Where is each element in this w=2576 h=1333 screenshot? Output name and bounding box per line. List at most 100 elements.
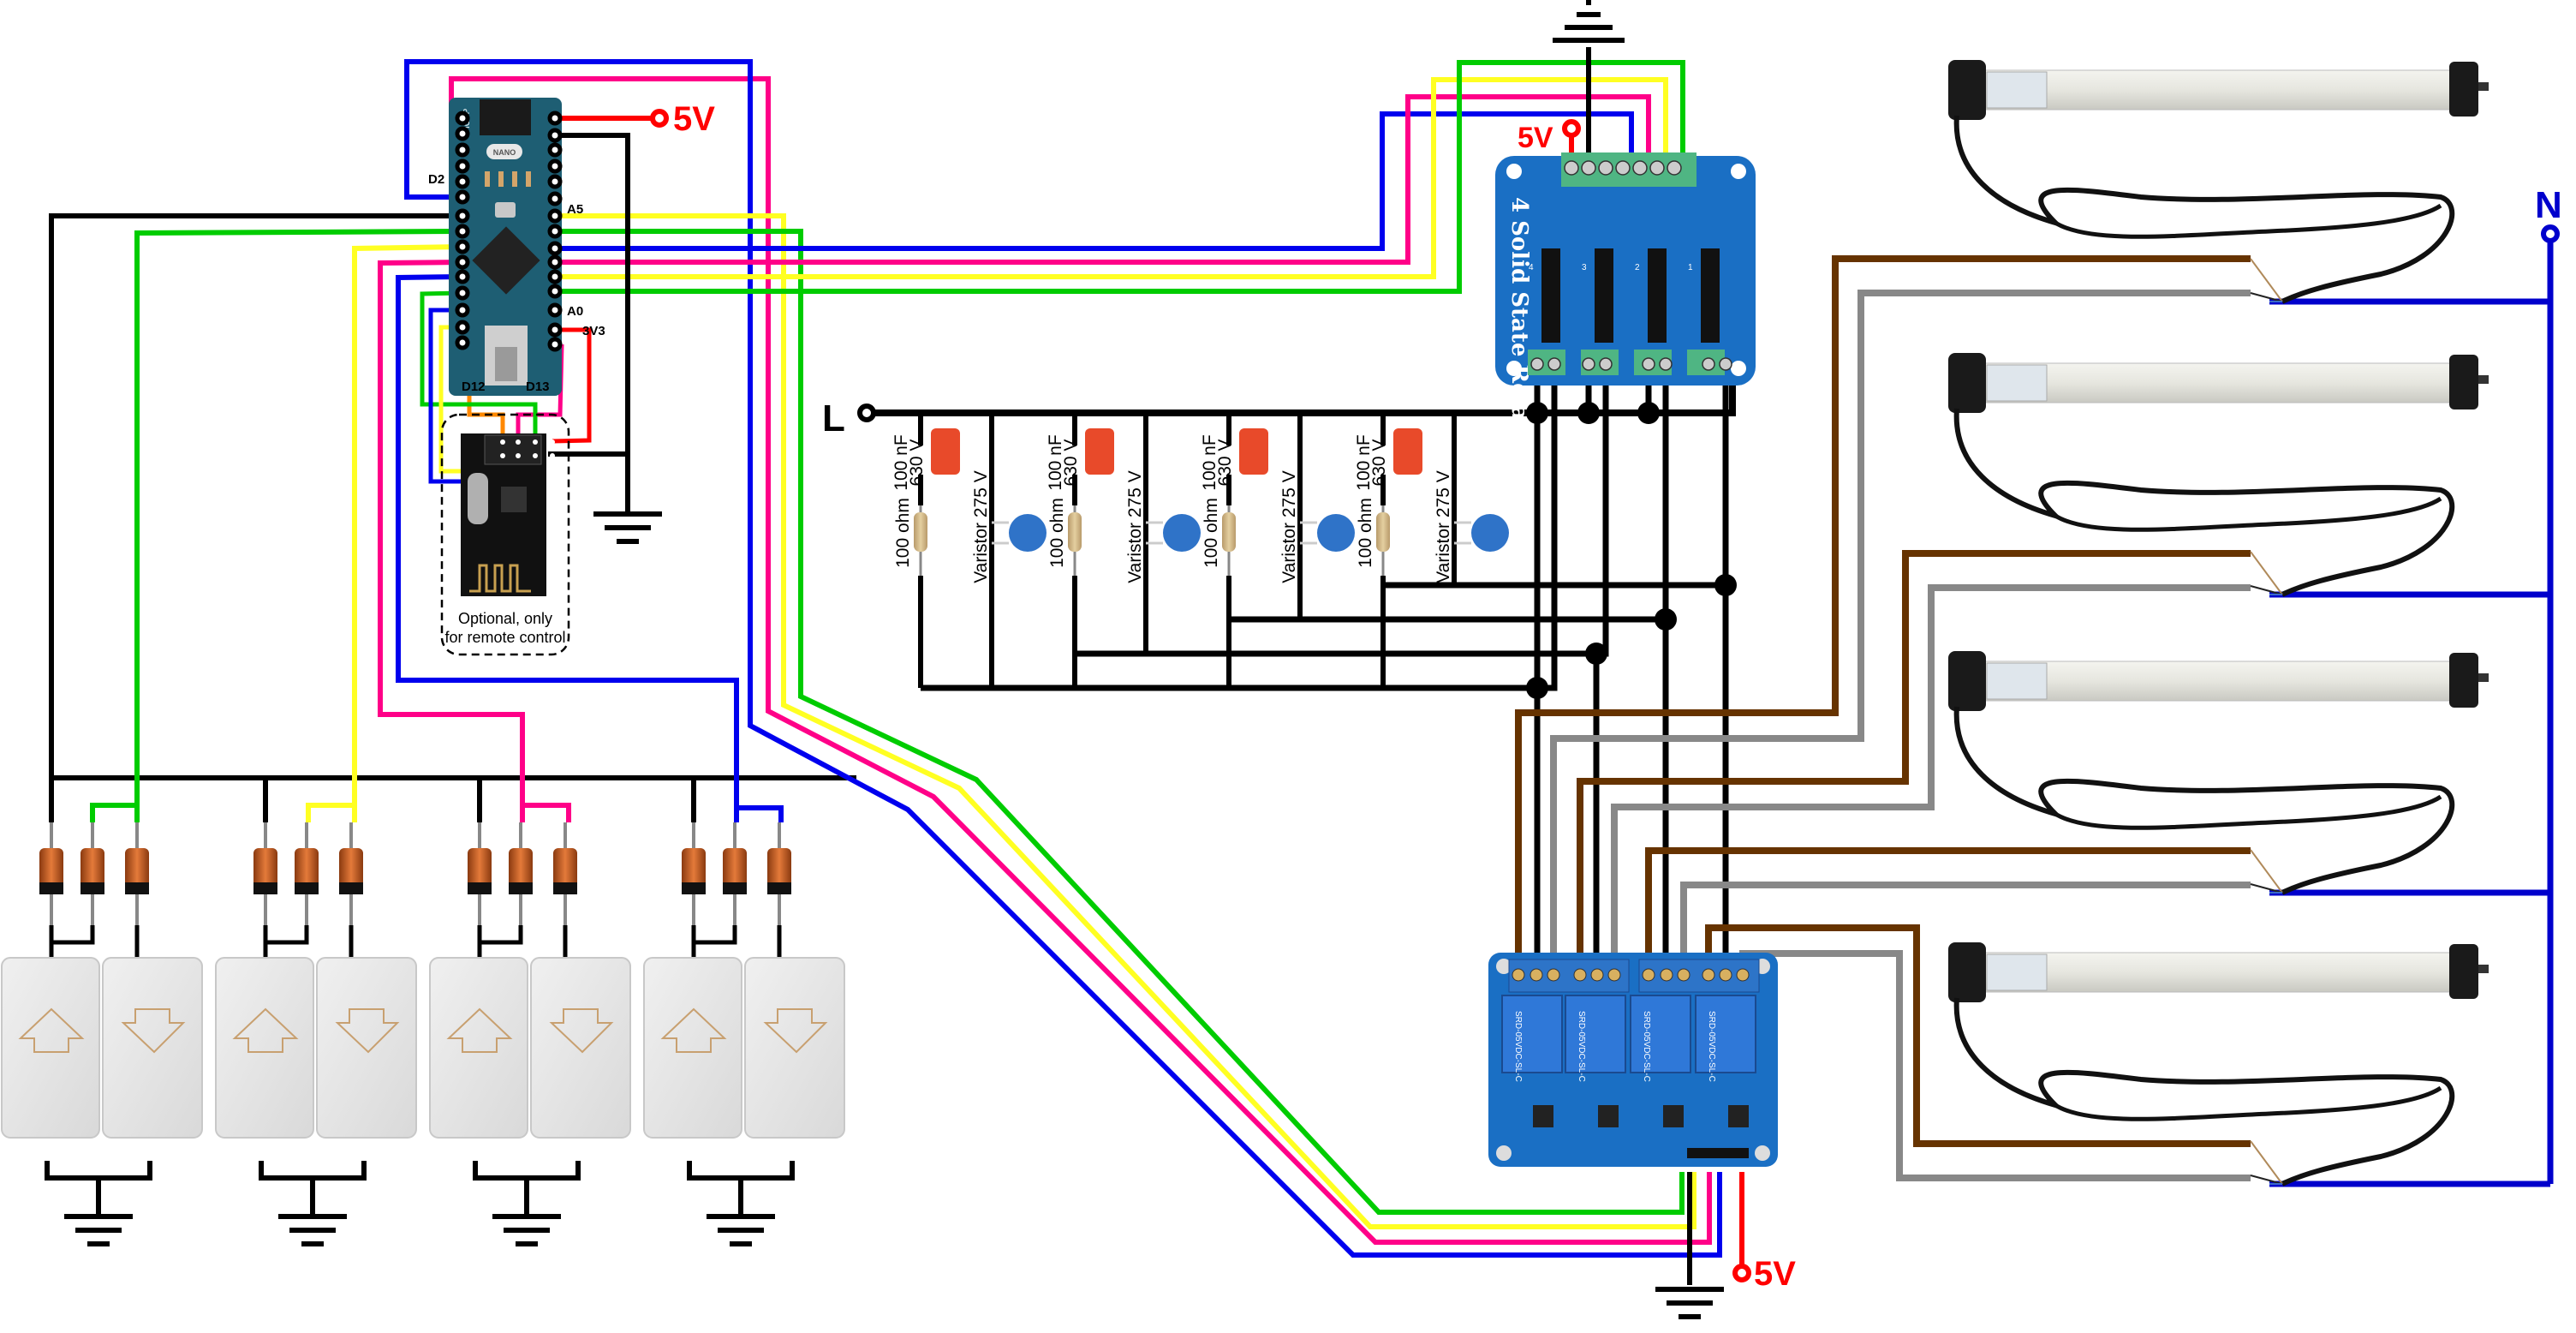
ground-symbol-relay — [1655, 1287, 1724, 1319]
up-arrow-icon — [660, 1007, 727, 1053]
ssr-board: 4 Solid State Relay 4 3 2 1 — [1495, 152, 1756, 433]
switch-down-button[interactable] — [102, 957, 203, 1139]
junctions — [1526, 402, 1737, 699]
neutral-label: N — [2535, 184, 2562, 226]
ground-symbol — [278, 1214, 347, 1246]
capacitor-value-label: 100 nF — [891, 434, 911, 490]
wire-arduino-gnd — [555, 133, 630, 514]
tubular-motor — [1948, 942, 2489, 1187]
wire-motor3-grey — [1680, 882, 2251, 968]
switch-group — [215, 822, 417, 1246]
junction-dot — [1526, 402, 1548, 424]
resistor — [914, 512, 927, 552]
wires — [45, 47, 2554, 1285]
relay-text-4: SRD-05VDC-SL-C — [1707, 1011, 1716, 1082]
varistor — [1317, 514, 1355, 552]
switch-group — [1, 822, 203, 1246]
arduino-5v-terminal — [650, 109, 669, 128]
ssr-channel-4: 4 — [1529, 263, 1534, 272]
capacitor-voltage-label: 630 V — [1215, 439, 1235, 487]
varistor — [1163, 514, 1201, 552]
capacitor-value-label: 100 nF — [1200, 434, 1219, 490]
wire-a2-pink — [555, 94, 1651, 265]
relay-text-2: SRD-05VDC-SL-C — [1577, 1011, 1586, 1082]
switch-groups — [1, 822, 845, 1246]
down-arrow-icon — [121, 1008, 186, 1054]
resistor-value-label: 100 ohm — [1202, 498, 1221, 568]
ssr-channel-2: 2 — [1635, 263, 1640, 272]
wire-switch-blue — [396, 274, 784, 822]
pin-label-d2: D2 — [428, 172, 444, 187]
wire-motor1-brown — [1515, 255, 2251, 968]
relay-text-3: SRD-05VDC-SL-C — [1642, 1011, 1651, 1082]
relay-5v-label: 5V — [1754, 1255, 1796, 1293]
arduino-pins-left — [455, 111, 470, 350]
varistor-value-label: Varistor 275 V — [1434, 470, 1453, 583]
switch-up-button[interactable] — [1, 957, 100, 1139]
down-arrow-icon — [549, 1008, 614, 1054]
radio-module: Optional, only for remote control — [440, 413, 570, 656]
varistor-value-label: Varistor 275 V — [971, 470, 991, 583]
wire-a0-green — [555, 60, 1685, 294]
varistor-value-label: Varistor 275 V — [1279, 470, 1299, 583]
junction-dot — [1714, 574, 1737, 596]
relay-cubes — [1501, 995, 1756, 1073]
ssr-title: 4 Solid State Relay — [1506, 197, 1532, 433]
capacitor — [931, 428, 960, 475]
varistor — [1471, 514, 1509, 552]
wire-motor3-brown — [1645, 847, 2251, 968]
resistor — [1376, 512, 1390, 552]
switch-up-button[interactable] — [215, 957, 314, 1139]
switch-group — [643, 822, 845, 1246]
tubular-motor — [1948, 353, 2489, 597]
resistor — [1222, 512, 1236, 552]
down-arrow-icon — [335, 1008, 400, 1054]
radio-note-line-1: Optional, only — [458, 610, 552, 627]
switch-up-button[interactable] — [643, 957, 742, 1139]
radio-note-line-2: for remote control — [444, 629, 565, 646]
capacitor-voltage-label: 630 V — [1369, 439, 1389, 487]
ssr-channel-1: 1 — [1688, 263, 1693, 272]
wire-motor2-brown — [1577, 550, 2251, 968]
switch-up-button[interactable] — [429, 957, 528, 1139]
down-arrow-icon — [763, 1008, 828, 1054]
wire-radio-red-3v3 — [552, 327, 592, 444]
varistor — [1009, 514, 1046, 552]
relay-board: SRD-05VDC-SL-C SRD-05VDC-SL-C SRD-05VDC-… — [1488, 953, 1778, 1167]
switch-group — [429, 822, 631, 1246]
wire-a4-green — [555, 229, 1685, 1215]
pin-label-a5: A5 — [567, 202, 583, 217]
wire-d3-blue — [404, 59, 1722, 1258]
up-arrow-icon — [18, 1007, 85, 1053]
wire-ssr3-b — [1593, 370, 1609, 968]
junction-dot — [1526, 677, 1548, 699]
tubular-motor — [1948, 60, 2489, 304]
arduino-pins-right — [547, 111, 563, 352]
wire-a5-yellow — [555, 213, 1696, 1229]
capacitor-voltage-label: 630 V — [907, 439, 927, 487]
switch-down-button[interactable] — [744, 957, 845, 1139]
wire-common-black — [49, 213, 856, 780]
ground-symbol-arduino — [593, 511, 662, 544]
capacitor-voltage-label: 630 V — [1061, 439, 1081, 487]
up-arrow-icon — [232, 1007, 299, 1053]
up-arrow-icon — [446, 1007, 513, 1053]
ground-symbol — [707, 1214, 775, 1246]
wire-motor1-grey — [1550, 290, 2251, 968]
pin-label-a0: A0 — [567, 304, 583, 319]
arduino-5v-label: 5V — [673, 100, 715, 138]
wire-a1-yellow — [555, 77, 1668, 279]
ground-symbol-ssr — [1553, 0, 1625, 43]
switch-down-button[interactable] — [316, 957, 417, 1139]
capacitor-value-label: 100 nF — [1046, 434, 1065, 490]
ssr-5v-label: 5V — [1518, 122, 1553, 154]
switch-down-button[interactable] — [530, 957, 631, 1139]
resistor-value-label: 100 ohm — [893, 498, 913, 568]
resistor — [1068, 512, 1082, 552]
